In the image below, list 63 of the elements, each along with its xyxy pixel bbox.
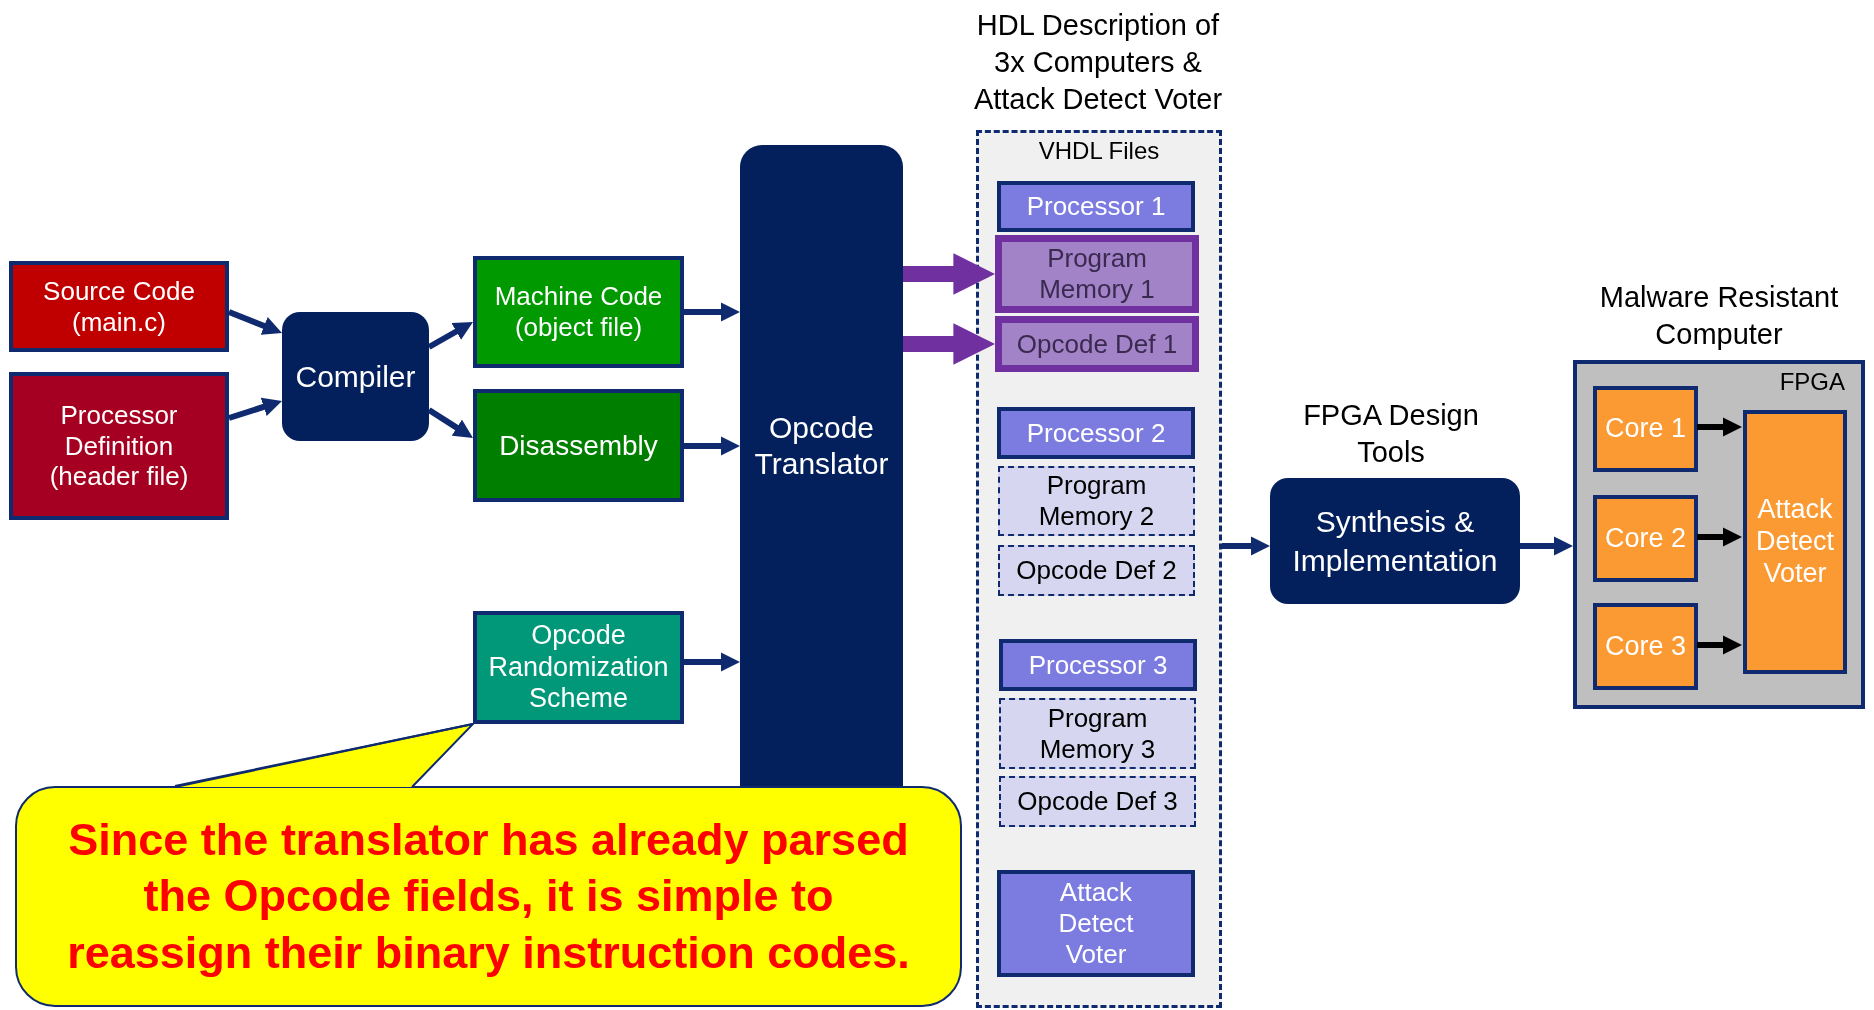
box-label: Compiler (295, 358, 416, 395)
box-label: Processor 1 (1026, 191, 1166, 222)
core-box (1593, 495, 1698, 582)
panel-heading: HDL Description of 3x Computers & Attack Detect Voter (972, 7, 1224, 118)
panel-heading: Malware Resistant Computer (1598, 279, 1840, 352)
box-label: Processor Definition (header file) (48, 400, 190, 492)
arrow (1697, 527, 1742, 547)
box-label: Opcode Def 3 (1017, 786, 1178, 817)
box-label: Processor 2 (1026, 417, 1166, 449)
arrow (1520, 536, 1573, 556)
module-box (997, 181, 1195, 232)
box-label: Attack Detect Voter (1058, 877, 1134, 970)
box-label: Core 1 (1604, 413, 1686, 445)
arrow (227, 309, 282, 335)
process-box (282, 312, 429, 441)
module-box (998, 545, 1195, 596)
translator-block (740, 145, 903, 786)
arrow (684, 436, 740, 456)
file-box (9, 372, 229, 520)
box-label: Program Memory 2 (1037, 470, 1156, 532)
panel-heading: FPGA Design Tools (1302, 397, 1480, 470)
box-label: Opcode Translator (753, 410, 890, 481)
box-label: Processor 3 (1028, 649, 1168, 681)
module-box (999, 776, 1196, 827)
box-label: Core 3 (1604, 630, 1686, 663)
file-box (9, 261, 229, 352)
highlighted-module-box (995, 316, 1199, 372)
box-label: Core 2 (1604, 522, 1686, 555)
arrow (684, 652, 740, 672)
box-label: Opcode Def 2 (1016, 555, 1177, 586)
module-box (999, 639, 1197, 691)
file-box (473, 389, 684, 502)
arrow (684, 302, 740, 322)
arrow (228, 397, 282, 421)
core-box (1743, 410, 1847, 674)
arrow (1222, 536, 1270, 556)
module-box (997, 870, 1195, 977)
callout-text: Since the translator has already parsed the Opcode fields, it is simple to reassign their binary instruction codes. (66, 813, 911, 980)
arrow (1697, 635, 1742, 655)
core-box (1593, 603, 1698, 690)
file-box (473, 256, 684, 368)
panel-label: VHDL Files (1037, 137, 1161, 166)
box-label: Program Memory 1 (1038, 243, 1156, 305)
box-label: Opcode Randomization Scheme (487, 619, 670, 716)
arrow (427, 322, 473, 350)
box-label: Attack Detect Voter (1755, 494, 1834, 590)
box-label: Opcode Def 1 (1016, 328, 1178, 360)
arrow (903, 323, 995, 365)
box-label: Synthesis & Implementation (1292, 504, 1498, 579)
arrow (903, 253, 995, 295)
module-box (998, 466, 1195, 536)
panel-label: FPGA (1779, 368, 1845, 397)
box-label: Disassembly (499, 429, 658, 462)
arrow (1697, 417, 1742, 437)
module-box (999, 698, 1196, 769)
box-label: Source Code (main.c) (42, 275, 196, 338)
file-box (473, 611, 684, 724)
core-box (1593, 386, 1698, 472)
module-box (997, 407, 1195, 459)
box-label: Machine Code (object file) (493, 281, 664, 343)
arrow (427, 407, 473, 438)
box-label: Program Memory 3 (1038, 702, 1157, 765)
highlighted-module-box (995, 235, 1199, 313)
